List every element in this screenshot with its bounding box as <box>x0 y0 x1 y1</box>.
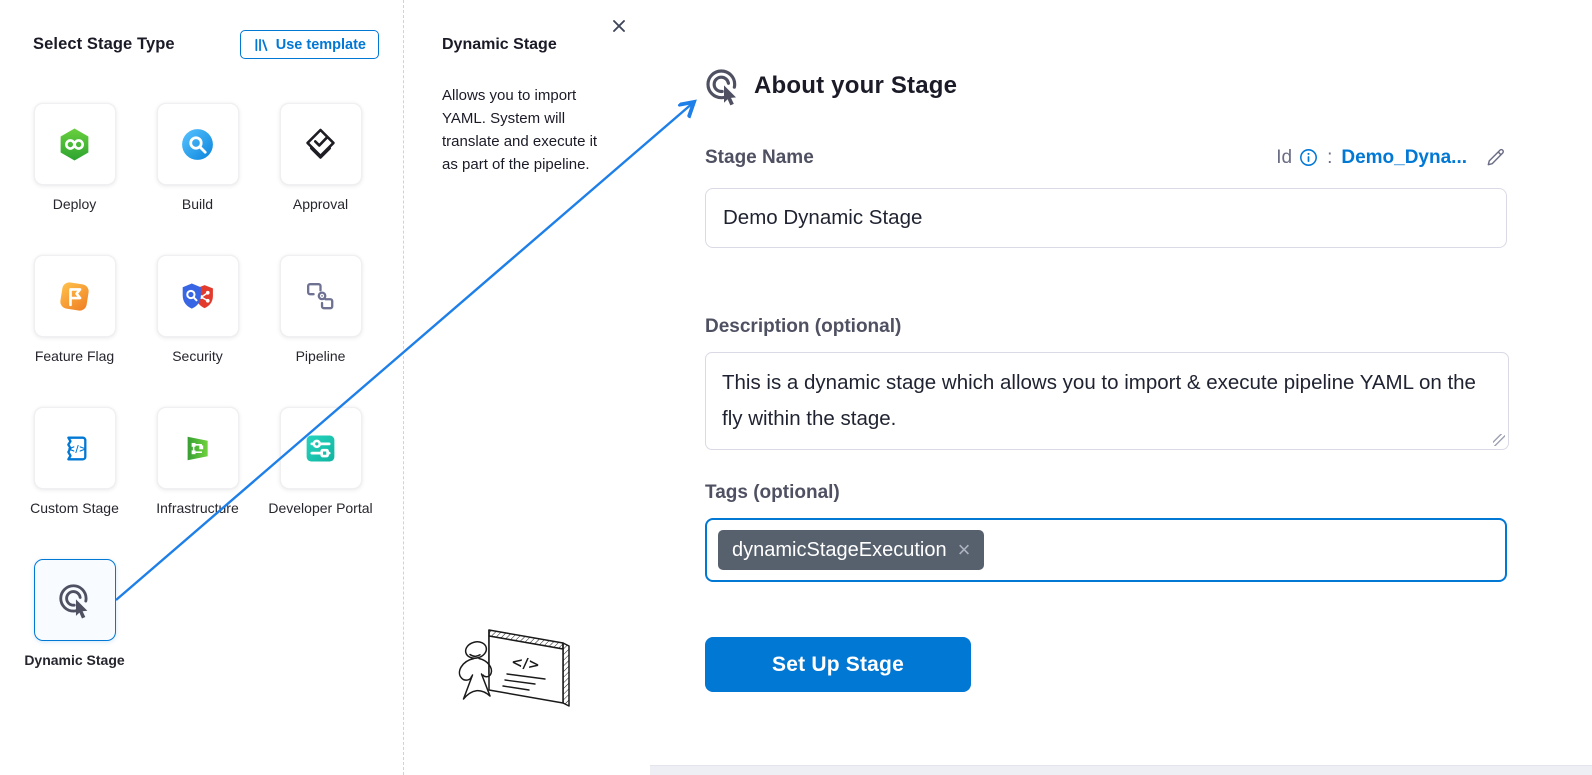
panel-title: Select Stage Type <box>33 35 175 53</box>
stage-cell-infrastructure: Infrastructure <box>136 407 259 517</box>
stage-cell-security: Security <box>136 255 259 365</box>
select-stage-type-panel: Select Stage Type Use template <box>0 0 404 775</box>
left-panel-header: Select Stage Type Use template <box>33 30 379 59</box>
tag-chip: dynamicStageExecution × <box>718 530 985 570</box>
stage-cell-custom-stage: </> Custom Stage <box>13 407 136 517</box>
stage-name-row: Stage Name Id : Demo_Dyna... <box>705 146 1507 169</box>
stage-label: Deploy <box>52 196 97 212</box>
use-template-label: Use template <box>275 36 366 53</box>
tags-input[interactable]: dynamicStageExecution × <box>705 518 1507 582</box>
stage-label: Custom Stage <box>30 500 119 516</box>
stage-type-grid: Deploy Build <box>13 103 382 669</box>
edit-id-icon[interactable] <box>1484 146 1507 169</box>
description-textarea[interactable]: This is a dynamic stage which allows you… <box>705 352 1509 450</box>
stage-card-custom-stage[interactable]: </> <box>33 407 116 489</box>
description-label: Description (optional) <box>705 316 902 337</box>
stage-cell-approval: Approval <box>259 103 382 213</box>
stage-info-drawer: Dynamic Stage Allows you to import YAML.… <box>405 0 650 775</box>
about-title: About your Stage <box>754 72 958 99</box>
stage-card-approval[interactable] <box>279 103 362 185</box>
about-stage-panel: About your Stage Stage Name Id : Demo_Dy… <box>650 0 1592 775</box>
stage-cell-dynamic-stage: Dynamic Stage <box>13 559 136 669</box>
stage-card-deploy[interactable] <box>33 103 116 185</box>
deploy-icon <box>60 127 89 161</box>
drawer-description: Allows you to import YAML. System will t… <box>442 87 598 173</box>
stage-cell-developer-portal: Developer Portal <box>259 407 382 517</box>
stage-card-build[interactable] <box>156 103 239 185</box>
custom-stage-icon: </> <box>67 436 87 460</box>
stage-cell-build: Build <box>136 103 259 213</box>
tag-text: dynamicStageExecution <box>732 538 947 561</box>
set-up-stage-button[interactable]: Set Up Stage <box>705 637 971 692</box>
stage-id-group: Id : Demo_Dyna... <box>1276 146 1507 169</box>
id-label: Id <box>1276 146 1293 168</box>
about-header: About your Stage <box>703 66 957 106</box>
tags-label: Tags (optional) <box>705 482 840 503</box>
stage-id-value[interactable]: Demo_Dyna... <box>1341 146 1467 168</box>
stage-card-security[interactable] <box>156 255 239 337</box>
stage-cell-deploy: Deploy <box>13 103 136 213</box>
resize-handle[interactable] <box>1493 434 1505 446</box>
developer-portal-icon <box>306 435 335 461</box>
stage-label: Approval <box>292 196 349 212</box>
dynamic-stage-icon <box>706 69 737 106</box>
stage-label: Feature Flag <box>34 348 115 364</box>
id-separator: : <box>1327 146 1333 168</box>
approval-icon <box>306 128 335 159</box>
stage-card-feature-flag[interactable] <box>33 255 116 337</box>
stage-label: Build <box>181 196 214 212</box>
build-icon <box>182 128 213 160</box>
presenter-whiteboard-illustration: </> <box>458 629 570 707</box>
info-icon[interactable] <box>1299 148 1318 167</box>
close-icon[interactable] <box>606 13 632 39</box>
remove-tag-icon[interactable]: × <box>957 537 971 562</box>
stage-label: Dynamic Stage <box>24 652 125 668</box>
svg-text:</>: </> <box>67 444 87 455</box>
drawer-title: Dynamic Stage <box>442 36 557 53</box>
dynamic-stage-icon <box>58 584 88 619</box>
stage-card-developer-portal[interactable] <box>279 407 362 489</box>
stage-name-input[interactable] <box>705 188 1507 248</box>
svg-text:</>: </> <box>510 654 540 673</box>
stage-cell-pipeline: Pipeline <box>259 255 382 365</box>
stage-label: Pipeline <box>295 348 346 364</box>
stage-card-infrastructure[interactable] <box>156 407 239 489</box>
pipeline-canvas-edge <box>650 765 1592 775</box>
stage-name-label: Stage Name <box>705 146 814 168</box>
feature-flag-icon <box>60 281 89 311</box>
template-library-icon <box>255 38 268 51</box>
security-icon <box>182 283 213 309</box>
stage-card-pipeline[interactable] <box>279 255 362 337</box>
stage-label: Infrastructure <box>156 500 239 516</box>
stage-card-dynamic-stage[interactable] <box>33 559 116 641</box>
description-value: This is a dynamic stage which allows you… <box>722 371 1476 430</box>
pipeline-icon <box>307 282 334 309</box>
use-template-button[interactable]: Use template <box>239 30 379 59</box>
infrastructure-icon <box>187 436 208 460</box>
stage-label: Developer Portal <box>268 500 373 516</box>
stage-cell-feature-flag: Feature Flag <box>13 255 136 365</box>
stage-label: Security <box>172 348 223 364</box>
